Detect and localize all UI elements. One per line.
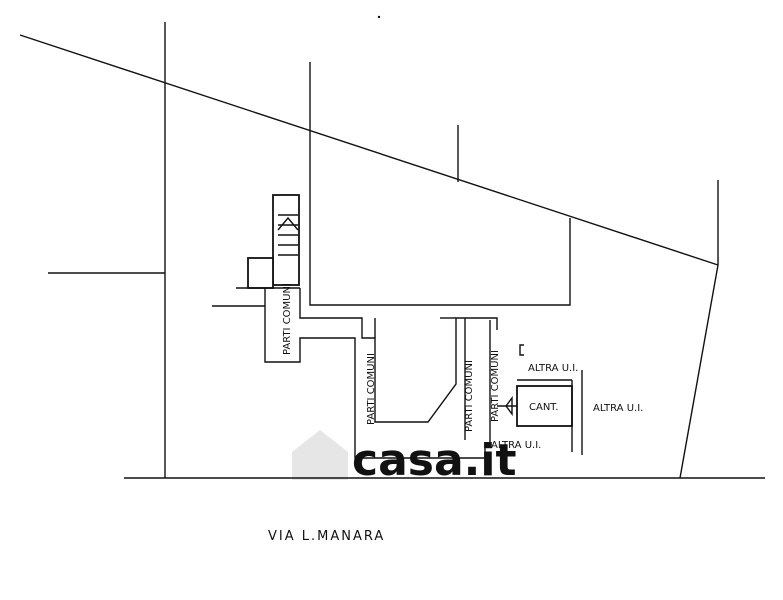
common-parts-label-3: PARTI COMUNI (464, 360, 475, 432)
cellar-label: CANT. (529, 402, 558, 413)
north-dot (377, 15, 381, 19)
common-parts-label-4: PARTI COMUNI (490, 350, 501, 422)
stair-arrow-icon (277, 216, 299, 231)
other-unit-label-bottom: ALTRA U.I. (491, 440, 541, 451)
bracket-mark (519, 344, 524, 356)
common-parts-label-2: PARTI COMUNI (366, 353, 377, 425)
lot-boundaries (19, 22, 765, 479)
stair-box (272, 194, 300, 286)
street-name: VIA L.MANARA (268, 529, 385, 544)
stairwell (236, 194, 300, 289)
common-parts-corridors (212, 288, 498, 459)
other-unit-label-top: ALTRA U.I. (528, 363, 578, 374)
cellar-room (497, 344, 583, 455)
building-outline (309, 62, 571, 306)
diagonal-boundary-line (19, 34, 719, 266)
stair-landing (247, 257, 274, 289)
common-parts-label-1: PARTI COMUNI (282, 283, 293, 355)
right-lot-line (679, 264, 719, 479)
main-building (309, 62, 571, 306)
other-unit-label-right: ALTRA U.I. (593, 403, 643, 414)
